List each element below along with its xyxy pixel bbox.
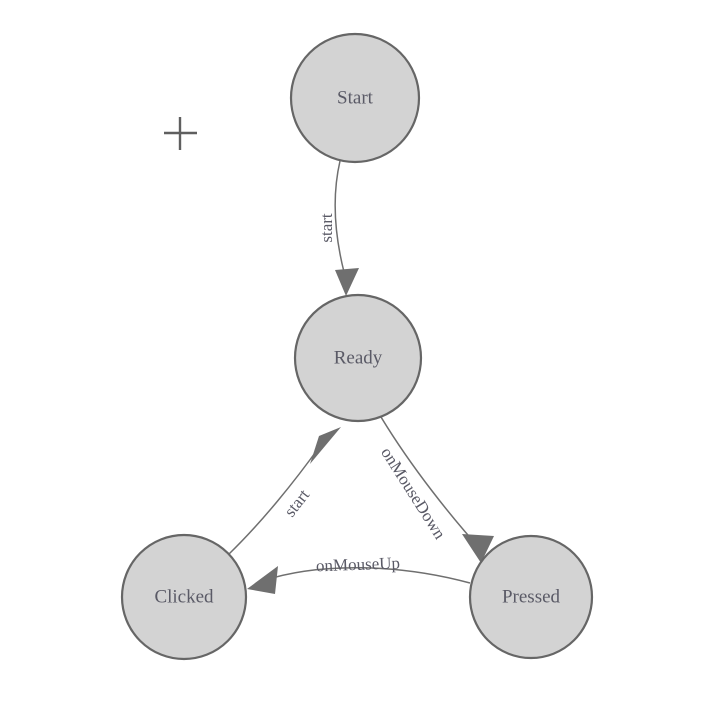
node-clicked-label: Clicked — [154, 586, 214, 607]
node-start-label: Start — [337, 87, 374, 108]
node-clicked-circle — [120, 533, 248, 661]
node-start-circle — [289, 32, 421, 164]
edge-pressed-to-clicked[interactable]: onMouseUp — [247, 553, 471, 594]
edge-label-clicked-to-ready: start — [280, 485, 313, 520]
edge-pressed-to-clicked-path — [261, 566, 471, 584]
node-pressed-label: Pressed — [502, 586, 561, 607]
edge-start-to-ready-path — [334, 160, 345, 273]
edge-label-ready-to-pressed: onMouseDown — [377, 444, 450, 543]
edge-ready-to-pressed[interactable]: onMouseDown — [377, 416, 494, 563]
edge-label-pressed-to-clicked: onMouseUp — [316, 553, 401, 575]
edge-clicked-to-ready-path — [228, 445, 321, 555]
node-pressed[interactable]: Pressed — [468, 534, 594, 660]
node-start[interactable]: Start — [289, 32, 421, 164]
node-ready-circle — [293, 293, 423, 423]
edge-label-start-to-ready: start — [317, 213, 336, 243]
node-ready[interactable]: Ready — [293, 293, 423, 423]
node-ready-label: Ready — [334, 347, 383, 368]
edge-start-to-ready-arrowhead — [335, 268, 359, 296]
edge-clicked-to-ready-arrowhead — [310, 427, 341, 464]
edge-ready-to-pressed-arrowhead — [462, 534, 494, 563]
edge-pressed-to-clicked-arrowhead — [247, 566, 278, 594]
plus-crosshair-icon — [164, 117, 197, 150]
node-pressed-circle — [468, 534, 594, 660]
edge-start-to-ready[interactable]: start — [317, 160, 359, 296]
edge-clicked-to-ready[interactable]: start — [228, 427, 341, 555]
node-clicked[interactable]: Clicked — [120, 533, 248, 661]
